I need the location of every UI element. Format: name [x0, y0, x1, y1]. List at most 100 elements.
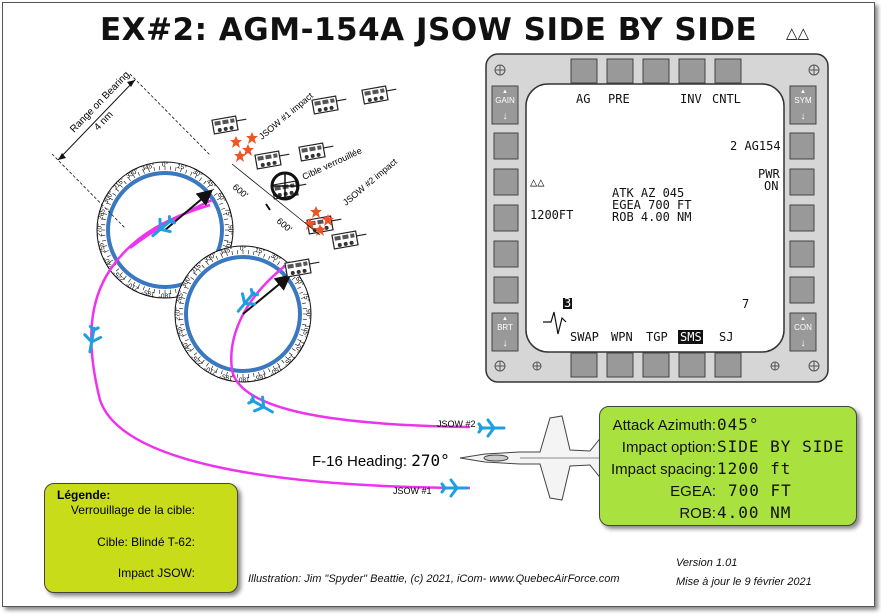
compass-tick-label: 0° [240, 245, 247, 253]
compass-tick-mark [215, 255, 218, 260]
rob-value: 4.00 NM [717, 503, 792, 522]
compass-tick-mark [224, 218, 229, 220]
jsow-icon-5 [477, 418, 506, 438]
compass-tick-label: 285° [96, 205, 107, 220]
svg-text:▲: ▲ [800, 89, 806, 95]
mfd-osb-r4[interactable] [789, 240, 815, 268]
mfd-osb-r2[interactable] [789, 168, 815, 196]
compass-tick-mark [297, 339, 302, 342]
legend-tank-label: Cible: Blindé T-62: [97, 535, 195, 549]
tank-8 [331, 228, 369, 250]
compass-tick-mark [210, 365, 214, 370]
impact-spacing-value: 1200 ft [717, 459, 792, 478]
compass-tick-mark [142, 286, 145, 291]
mfd-label-inv: INV [680, 92, 702, 106]
compass-tick-mark [185, 169, 188, 174]
compass-tick-mark [199, 177, 202, 182]
mfd-osb-19[interactable] [678, 352, 706, 378]
mfd-osb-r5[interactable] [789, 276, 815, 304]
gain-rocker[interactable]: ▲ GAIN ↓ [491, 85, 519, 125]
mfd-osb-r1[interactable] [789, 132, 815, 160]
compass-tick-mark [123, 275, 127, 280]
mfd-osb-4[interactable] [678, 58, 706, 84]
compass-tick-mark [103, 213, 108, 215]
compass-tick-mark [182, 291, 187, 294]
compass-tick-label: 90° [304, 309, 312, 319]
mfd-osb-5[interactable] [714, 58, 742, 84]
compass-tick-mark [203, 180, 207, 185]
mfd-left-buttons [493, 132, 519, 304]
compass-tick-mark [231, 250, 233, 255]
mfd-osb-20[interactable] [714, 352, 742, 378]
mfd-osb-3[interactable] [642, 58, 670, 84]
mfd-right-buttons [789, 132, 815, 304]
compass-tick-mark [253, 373, 255, 378]
compass-tick-label: 105° [222, 239, 233, 254]
compass-tick-mark [197, 356, 201, 360]
brt-rocker[interactable]: ▲ BRT ↓ [491, 312, 519, 352]
con-rocker[interactable]: ▲ CON ↓ [789, 312, 817, 352]
compass-tick-mark [153, 289, 155, 294]
legend-lock-label: Verrouillage de la cible: [70, 503, 195, 517]
attack-azimuth-value: 045° [717, 415, 760, 434]
svg-text:CON: CON [794, 323, 812, 332]
mfd-osb-l5[interactable] [493, 276, 519, 304]
svg-text:▲: ▲ [502, 316, 508, 322]
compass-tick-mark [197, 268, 201, 272]
egea-row: EGEA: 700 FT [600, 481, 856, 503]
compass-tick-mark [277, 362, 280, 367]
compass-tick-mark [123, 180, 127, 185]
mfd-osb-l4[interactable] [493, 240, 519, 268]
mfd-osb-l3[interactable] [493, 204, 519, 232]
title-triangle-symbol: △△ [786, 25, 810, 42]
mfd-osb-2[interactable] [606, 58, 634, 84]
compass-tick-mark [115, 268, 120, 272]
mfd-pwr-state: ON [764, 179, 778, 193]
compass-tick-label: 180° [236, 375, 250, 383]
compass-tick-mark [101, 218, 106, 220]
mfd-osb-16[interactable] [570, 352, 598, 378]
compass-tick-mark [263, 370, 266, 375]
compass-tick-mark [221, 207, 226, 210]
compass-tick-label: 195° [218, 371, 233, 382]
impact-spacing-label: Impact spacing: [610, 461, 716, 478]
mfd-label-sj: SJ [719, 330, 733, 344]
compass-tick-mark [190, 171, 193, 176]
sym-rocker[interactable]: ▲ SYM ↓ [789, 85, 817, 125]
tank-3 [298, 140, 336, 162]
jsow2-impact-label: JSOW #2 impact [341, 156, 400, 207]
illustration-credit: Illustration: Jim "Spyder" Beattie, (c) … [248, 573, 620, 585]
mfd-label-ag: AG [576, 92, 590, 106]
compass-tick-mark [132, 174, 136, 179]
compass-tick-mark [181, 297, 186, 299]
target-lock-symbol [270, 171, 300, 201]
jsow1-impact-label: JSOW #1 impact [257, 90, 316, 141]
mfd-osb-18[interactable] [642, 352, 670, 378]
mfd-osb-17[interactable] [606, 352, 634, 378]
compass-tick-label: 285° [174, 289, 185, 304]
compass-tick-mark [299, 334, 304, 337]
mfd-osb-1[interactable] [570, 58, 598, 84]
mfd-spacing: 1200FT [530, 208, 573, 222]
compass-tick-label: 15° [176, 162, 188, 172]
svg-text:↓: ↓ [801, 111, 806, 122]
range-dimension-line [57, 79, 136, 161]
compass-tick-mark [297, 286, 302, 289]
compass-tick-mark [258, 252, 260, 257]
jsow1-label: JSOW #1 [393, 486, 432, 496]
jsow2-final-arrow [242, 274, 292, 315]
compass-tick-mark [179, 324, 184, 326]
compass-tick-mark [222, 213, 227, 215]
compass-tick-mark [128, 177, 131, 182]
compass-tick-mark [142, 169, 145, 174]
mfd-osb-l2[interactable] [493, 168, 519, 196]
mfd-osb-r3[interactable] [789, 204, 815, 232]
mfd-osb-l1[interactable] [493, 132, 519, 160]
mfd-atk-az: ATK AZ 045 [612, 186, 684, 200]
compass-tick-label: 270° [174, 307, 182, 321]
compass-tick-mark [190, 348, 195, 351]
jsow-icon-4 [245, 391, 278, 421]
compass-tick-mark [220, 253, 223, 258]
compass-tick-mark [148, 168, 150, 173]
rob-row: ROB: 4.00 NM [600, 503, 856, 525]
